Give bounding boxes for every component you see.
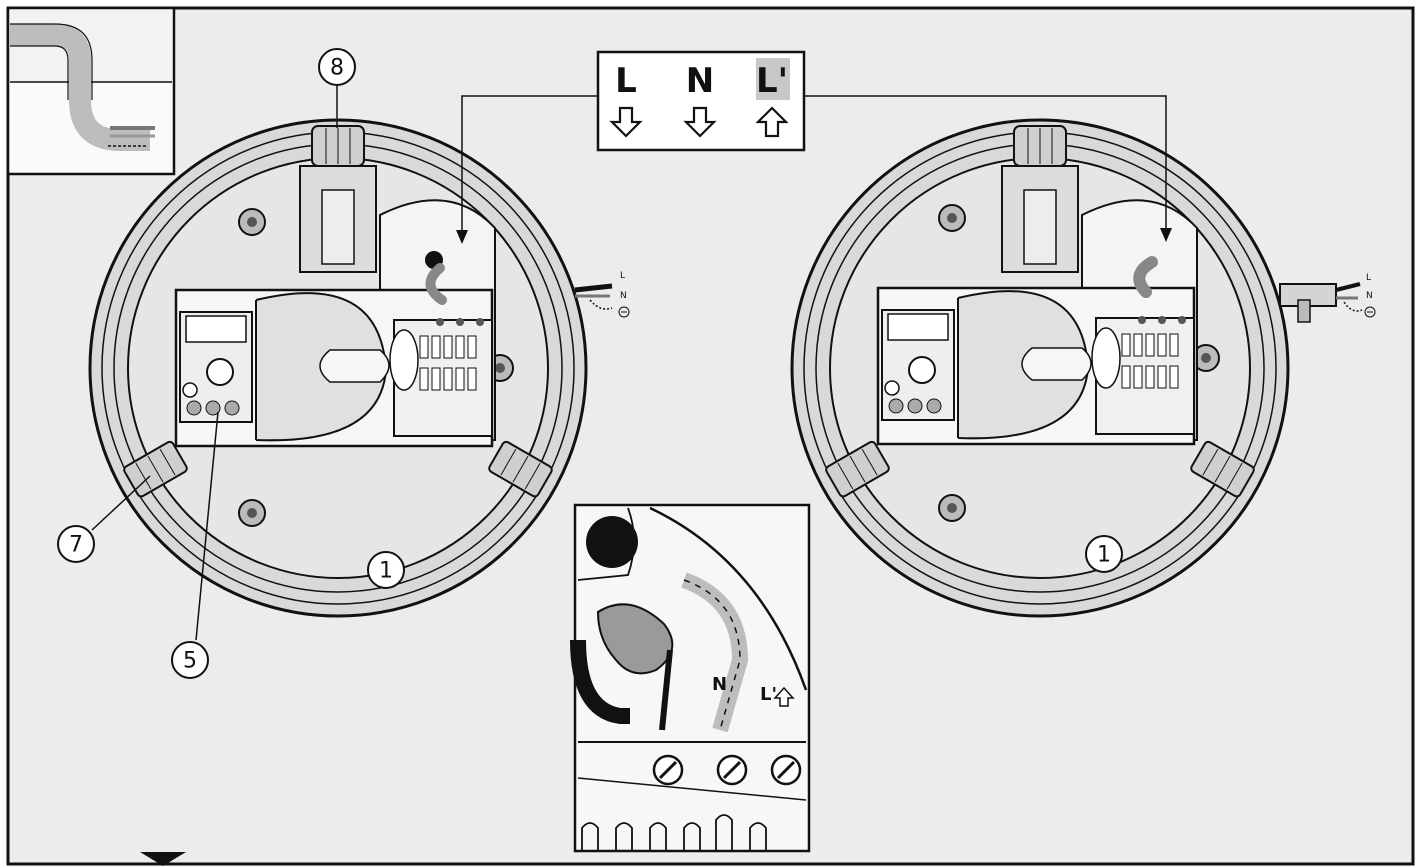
svg-text:1: 1	[379, 559, 393, 584]
driver-module	[179, 311, 253, 423]
legend-neutral: N	[686, 61, 714, 101]
driver-module-right	[881, 309, 955, 421]
mains-cable-right: L N	[1279, 273, 1376, 323]
leader-line-right	[804, 95, 1167, 234]
leader-line-left	[461, 95, 598, 236]
screw-top-left	[238, 208, 266, 236]
leader-callout-7	[91, 475, 151, 531]
continue-marker-icon	[140, 852, 186, 866]
svg-text:5: 5	[183, 649, 197, 674]
callout-5: 5	[171, 641, 209, 679]
callout-8: 8	[318, 48, 356, 86]
screw-top-left-right-fixture	[938, 204, 966, 232]
callout-1-right: 1	[1085, 535, 1123, 573]
screw-right-right-fixture	[1192, 344, 1220, 372]
legend-switched-live: L'	[756, 61, 788, 101]
up-arrow-icon	[755, 106, 789, 138]
down-arrow-icon	[683, 106, 717, 138]
mains-cable-left: L N	[574, 271, 630, 318]
svg-text:1: 1	[1097, 543, 1111, 568]
ceiling-inset	[6, 6, 176, 176]
up-arrow-icon	[773, 686, 795, 707]
svg-text:8: 8	[330, 56, 344, 81]
inset-label-l-prime: L'	[760, 684, 777, 705]
wiring-legend: L N L'	[596, 50, 806, 152]
cable-label-l-right: L	[1366, 273, 1371, 283]
right-fixture: L N	[790, 118, 1376, 618]
legend-live: L	[615, 61, 637, 101]
terminal-block-left	[389, 251, 493, 437]
side-clip-right	[488, 440, 553, 498]
leader-callout-5	[195, 411, 219, 641]
terminal-screw	[652, 754, 684, 786]
arrowhead-left	[456, 230, 468, 244]
svg-text:7: 7	[69, 533, 83, 558]
mounting-clip-top	[299, 125, 377, 273]
screw-bottom	[238, 499, 266, 527]
callout-1-left: 1	[367, 551, 405, 589]
down-arrow-icon	[609, 106, 643, 138]
cable-label-n: N	[620, 291, 627, 301]
terminal-block-right	[1091, 256, 1195, 435]
screw-bottom-right-fixture	[938, 494, 966, 522]
side-clip-right-right-fixture	[1190, 440, 1255, 498]
arrowhead-right	[1160, 228, 1172, 242]
cable-label-l: L	[620, 271, 625, 281]
terminal-detail-inset: N L'	[570, 503, 811, 853]
side-clip-left	[123, 440, 188, 498]
side-clip-left-right-fixture	[825, 440, 890, 498]
callout-7: 7	[57, 525, 95, 563]
cable-label-n-right: N	[1366, 291, 1373, 301]
mounting-clip-top-right	[1001, 125, 1079, 273]
terminal-screw	[716, 754, 748, 786]
terminal-screw	[770, 754, 802, 786]
inset-label-n: N	[712, 674, 727, 695]
